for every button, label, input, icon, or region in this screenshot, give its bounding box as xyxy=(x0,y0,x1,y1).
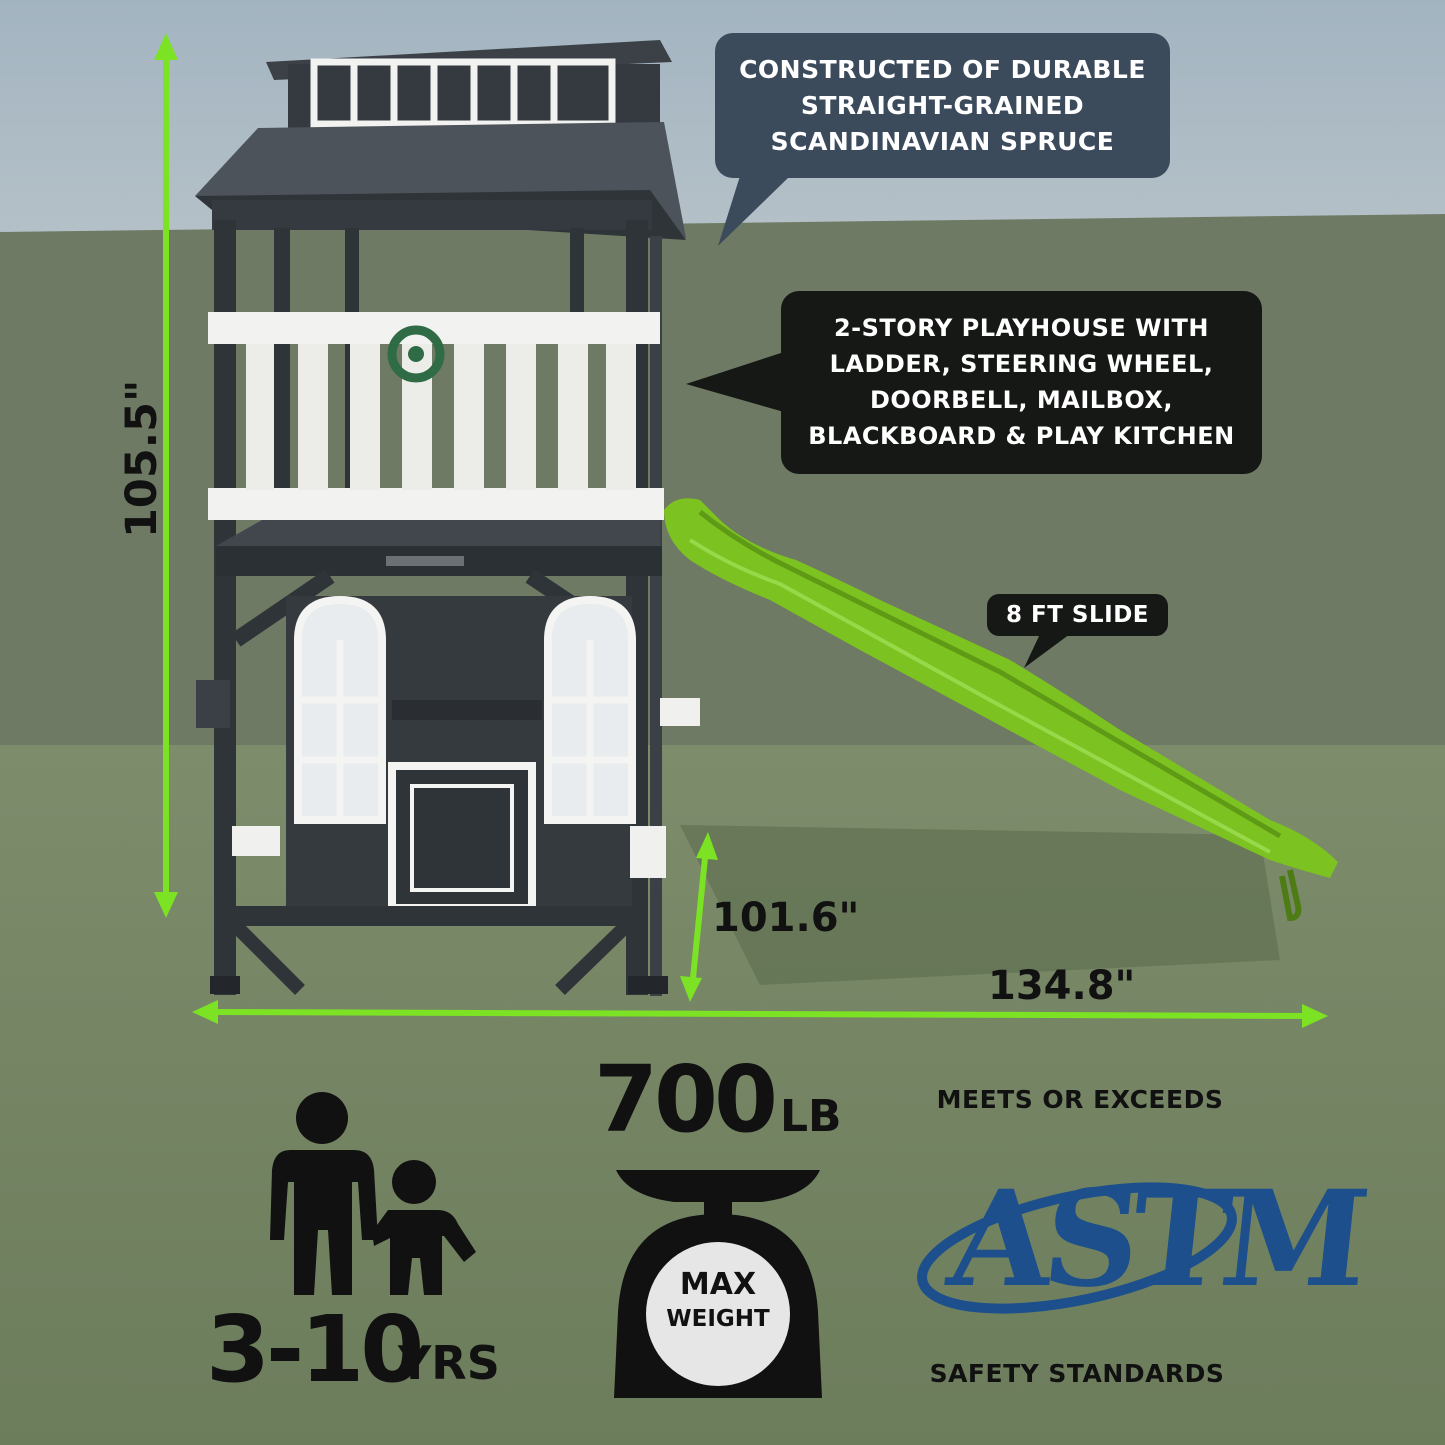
callout-material-line-1: CONSTRUCTED OF DURABLE xyxy=(739,55,1146,84)
max-weight-label-line-1: MAX xyxy=(679,1267,757,1302)
callout-slide: 8 FT SLIDE xyxy=(987,594,1168,636)
callout-features-line-4: BLACKBOARD & PLAY KITCHEN xyxy=(808,422,1235,450)
slide xyxy=(664,498,1338,878)
certification-heading: MEETS OR EXCEEDS xyxy=(936,1085,1224,1114)
slide-shadow xyxy=(680,825,1280,985)
width-arrow xyxy=(192,1000,1328,1028)
adult-child-icon xyxy=(270,1092,476,1295)
callout-features-line-3: DOORBELL, MAILBOX, xyxy=(869,386,1174,414)
age-range-number: 3-10 xyxy=(206,1296,424,1403)
height-arrow xyxy=(154,33,178,918)
astm-logo-letters: ASTM xyxy=(941,1162,1369,1317)
post-left xyxy=(214,220,236,995)
railing-bottom xyxy=(208,488,664,520)
scale-icon xyxy=(614,1170,822,1398)
age-range-unit: YRS xyxy=(398,1336,500,1390)
balusters xyxy=(246,344,636,490)
max-weight-label: MAX WEIGHT xyxy=(642,1268,794,1336)
callout-material-line-2: STRAIGHT-GRAINED xyxy=(800,91,1085,120)
callout-features-line-2: LADDER, STEERING WHEEL, xyxy=(829,350,1214,378)
max-weight-unit: LB xyxy=(780,1091,842,1142)
steering-wheel xyxy=(387,325,445,383)
deck-height-arrow xyxy=(680,832,718,1002)
deck-height-dimension-label: 101.6" xyxy=(712,895,860,941)
height-dimension-label: 105.5" xyxy=(117,379,167,538)
callout-material: CONSTRUCTED OF DURABLE STRAIGHT-GRAINED … xyxy=(715,33,1170,178)
deck xyxy=(216,520,660,550)
astm-logo-icon xyxy=(917,1182,1237,1314)
callout-features-line-1: 2-STORY PLAYHOUSE WITH xyxy=(833,314,1210,342)
certification-footer: SAFETY STANDARDS xyxy=(929,1359,1225,1388)
callout-features: 2-STORY PLAYHOUSE WITH LADDER, STEERING … xyxy=(781,291,1262,474)
max-weight-label-line-2: WEIGHT xyxy=(666,1306,770,1332)
max-weight-number: 700 xyxy=(594,1046,778,1153)
tower-window xyxy=(310,58,616,128)
callout-material-line-3: SCANDINAVIAN SPRUCE xyxy=(770,127,1115,156)
width-dimension-label: 134.8" xyxy=(988,963,1136,1009)
base-beam xyxy=(236,906,632,926)
kitchen-counter xyxy=(392,700,542,720)
